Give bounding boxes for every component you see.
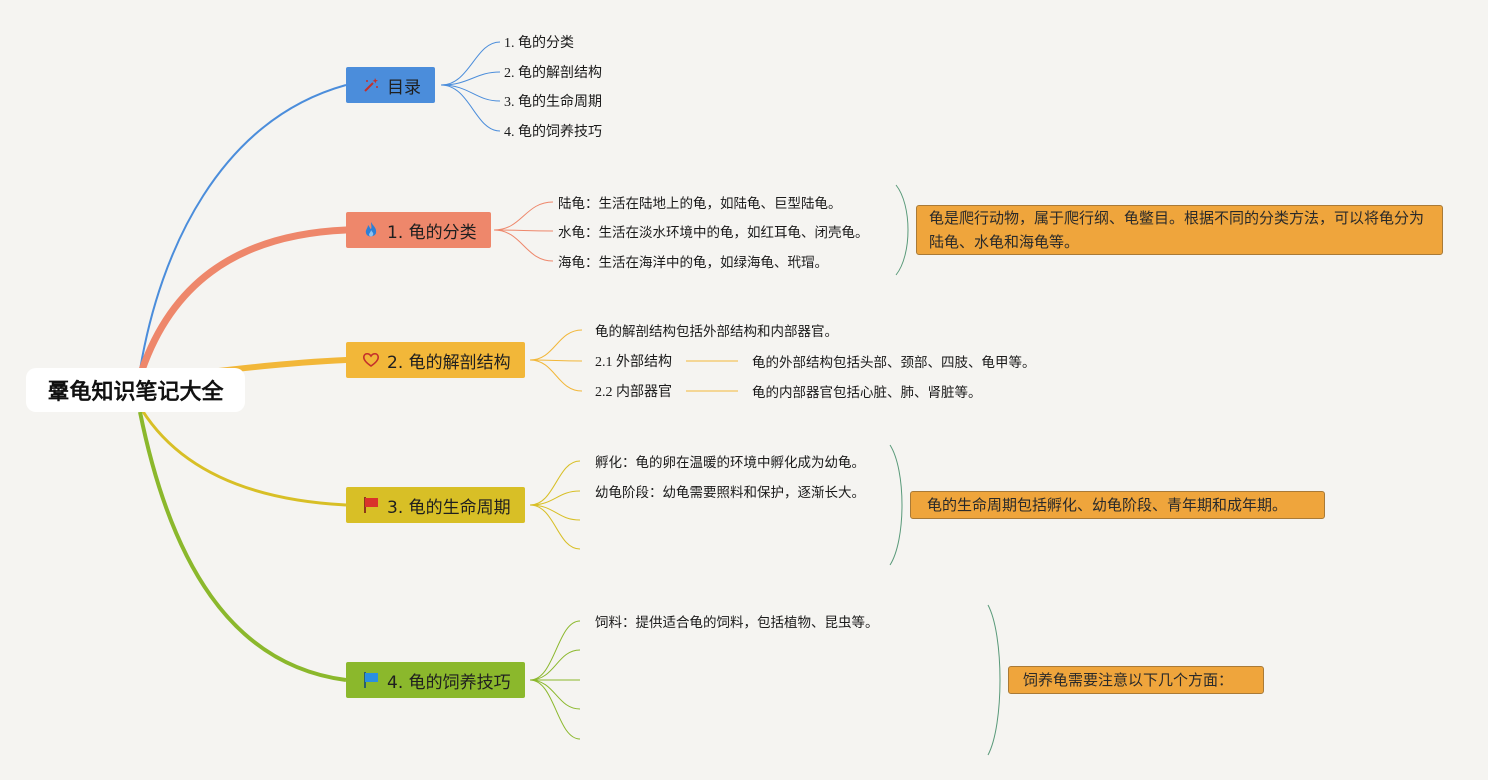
catalog-item[interactable]: 3. 龟的生命周期 [504,95,602,110]
branch-lifecycle[interactable]: 3. 龟的生命周期 [346,487,525,523]
branch-feeding[interactable]: 4. 龟的饲养技巧 [346,662,525,698]
classify-summary-text: 龟是爬行动物，属于爬行纲、龟鳖目。根据不同的分类方法，可以将龟分为陆龟、水龟和海… [929,209,1425,251]
branch-feeding-label: 4. 龟的饲养技巧 [387,672,511,693]
anatomy-intro[interactable]: 龟的解剖结构包括外部结构和内部器官。 [595,324,838,340]
branch-classify-label: 1. 龟的分类 [387,222,477,243]
anatomy-sub-title[interactable]: 2.2 内部器官 [595,385,672,400]
link-root-catalog [139,84,347,371]
classify-item[interactable]: 海龟：生活在海洋中的龟，如绿海龟、玳瑁。 [558,255,828,271]
bracket-feeding [987,604,1001,756]
classify-item[interactable]: 陆龟：生活在陆地上的龟，如陆龟、巨型陆龟。 [558,196,842,212]
link-root-feeding [138,411,347,682]
lifecycle-summary[interactable]: 龟的生命周期包括孵化、幼龟阶段、青年期和成年期。 [910,491,1325,519]
feeding-item[interactable]: 饲料：提供适合龟的饲料，包括植物、昆虫等。 [595,615,879,631]
link-root-classify [138,226,350,374]
fire-icon [362,221,380,239]
branch-anatomy[interactable]: 2. 龟的解剖结构 [346,342,525,378]
anatomy-sub-title[interactable]: 2.1 外部结构 [595,355,672,370]
branch-lifecycle-label: 3. 龟的生命周期 [387,497,511,518]
link-root-lifecycle [140,409,347,507]
branch-catalog[interactable]: 目录 [346,67,435,103]
lifecycle-summary-text: 龟的生命周期包括孵化、幼龟阶段、青年期和成年期。 [927,496,1288,514]
branch-anatomy-label: 2. 龟的解剖结构 [387,352,511,373]
lifecycle-item[interactable]: 幼龟阶段：幼龟需要照料和保护，逐渐长大。 [595,485,865,501]
root-title: 鞷龟知识笔记大全 [47,380,224,405]
catalog-item[interactable]: 1. 龟的分类 [504,36,574,51]
classify-summary[interactable]: 龟是爬行动物，属于爬行纲、龟鳖目。根据不同的分类方法，可以将龟分为陆龟、水龟和海… [916,205,1443,255]
branch-catalog-label: 目录 [387,77,421,98]
catalog-item[interactable]: 4. 龟的饲养技巧 [504,125,602,140]
red-flag-icon [362,496,380,514]
bracket-classify [895,184,909,276]
root-topic[interactable]: 鞷龟知识笔记大全 [26,368,245,412]
branch-classify[interactable]: 1. 龟的分类 [346,212,491,248]
anatomy-sub-detail[interactable]: 龟的内部器官包括心脏、肺、肾脏等。 [752,385,982,401]
feeding-summary[interactable]: 饲养龟需要注意以下几个方面： [1008,666,1264,694]
heart-icon [362,351,380,369]
anatomy-sub-detail[interactable]: 龟的外部结构包括头部、颈部、四肢、龟甲等。 [752,355,1036,371]
catalog-item[interactable]: 2. 龟的解剖结构 [504,66,602,81]
bracket-lifecycle [889,444,903,566]
feeding-summary-text: 饲养龟需要注意以下几个方面： [1023,671,1234,689]
classify-item[interactable]: 水龟：生活在淡水环境中的龟，如红耳龟、闭壳龟。 [558,225,869,241]
lifecycle-item[interactable]: 孵化：龟的卵在温暖的环境中孵化成为幼龟。 [595,455,865,471]
magic-wand-icon [362,76,380,94]
blue-flag-icon [362,671,380,689]
